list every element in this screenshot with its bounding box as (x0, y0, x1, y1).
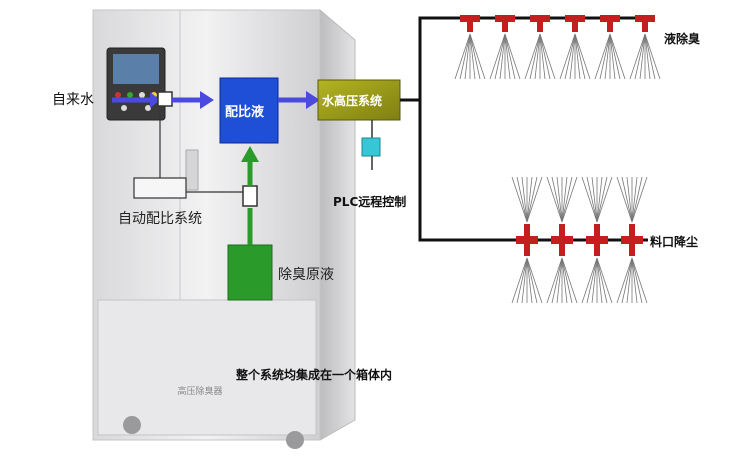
plc-module (361, 120, 381, 170)
nozzle-cross (546, 176, 578, 304)
spray-fan (581, 176, 613, 223)
nozzle-cross (581, 176, 613, 304)
spray-fan (629, 33, 661, 80)
nozzle-cross (511, 176, 543, 304)
caster-wheel (286, 431, 304, 449)
spray-fan (454, 33, 486, 80)
spray-fan (546, 176, 578, 223)
inlet-valve (157, 91, 173, 107)
control-screen (113, 54, 159, 84)
deodorant-stock-label: 除臭原液 (278, 267, 334, 283)
spray-fan (546, 257, 578, 304)
nozzle-top (559, 15, 591, 80)
spray-fan (616, 176, 648, 223)
deodorant-stock-tank (227, 244, 273, 301)
dosing-liquid-box (219, 77, 279, 144)
caster-wheel (123, 416, 141, 434)
spray-fan (581, 257, 613, 304)
water-inflow (112, 91, 214, 109)
cabinet-brand-text: 高压除臭器 (177, 385, 222, 397)
cabinet: 高压除臭器 (92, 8, 356, 449)
auto-dosing-outline (133, 110, 243, 199)
nozzle-cross (616, 176, 648, 304)
dosing-liquid-label: 配比液 (225, 105, 265, 120)
nozzle-top (594, 15, 626, 80)
nozzle-top (489, 15, 521, 80)
spray-fan (616, 257, 648, 304)
stock-feed-line (241, 146, 259, 245)
auto-dosing-label: 自动配比系统 (118, 211, 202, 227)
spray-fan (489, 33, 521, 80)
liquid-deodor-label: 液除臭 (664, 32, 701, 46)
plc-label: PLC远程控制 (333, 195, 407, 209)
high-pressure-box (317, 79, 401, 121)
nozzle-top (524, 15, 556, 80)
cabinet-lower-panel (97, 299, 317, 436)
plc-box (361, 137, 381, 157)
enclosure-note: 整个系统均集成在一个箱体内 (236, 368, 393, 382)
flow-to-pressure (278, 91, 320, 109)
spray-fan (559, 33, 591, 80)
spray-fan (594, 33, 626, 80)
spray-fan (511, 176, 543, 223)
high-pressure-label: 水高压系统 (322, 94, 383, 108)
door-handle (185, 149, 199, 191)
spray-fan (524, 33, 556, 80)
spray-fan (511, 257, 543, 304)
nozzle-top (629, 15, 661, 80)
feed-port-dust-label: 料口降尘 (650, 235, 699, 249)
bottom-nozzle-row (511, 176, 648, 304)
tap-water-label: 自来水 (52, 92, 94, 108)
nozzle-top (454, 15, 486, 80)
stock-valve (242, 185, 258, 207)
top-nozzle-row (454, 15, 661, 80)
